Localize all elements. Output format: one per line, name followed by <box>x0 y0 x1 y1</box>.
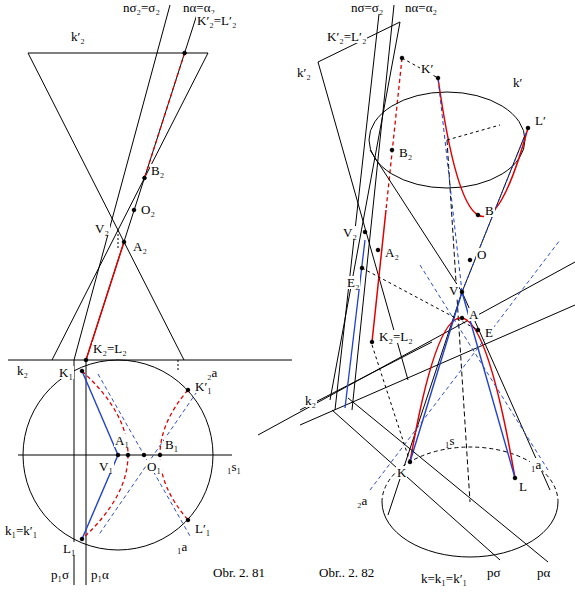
point-label: k₂ <box>304 394 317 407</box>
point-label: k₁=k′₁ <box>4 524 38 537</box>
point-label: nσ₂=σ₂ <box>122 1 161 14</box>
point-label: B <box>484 204 495 217</box>
point-label: K₂=L₂ <box>92 342 128 355</box>
point-label: A₂ <box>384 246 400 259</box>
point-label: A₁ <box>114 434 130 447</box>
oblique-view <box>258 5 575 562</box>
point-label: L′₁ <box>194 522 211 535</box>
point-label: V₁ <box>98 460 114 473</box>
point-label: L′ <box>534 114 547 127</box>
point-label: E <box>484 326 494 339</box>
point-label: pα <box>536 566 551 579</box>
point-label: B₁ <box>164 438 179 451</box>
point-label: ₂a <box>206 366 218 379</box>
point-label: B₂ <box>398 146 413 159</box>
point-label: K′₂=L′₂ <box>326 30 367 43</box>
point-label: K <box>396 466 407 479</box>
point-label: K′₁ <box>194 380 213 393</box>
point-label: nα=α₂ <box>182 1 216 14</box>
front-view <box>8 5 292 362</box>
figure-caption: Obr. 2. 81 <box>212 566 266 579</box>
point-label: ₁a <box>176 540 188 553</box>
point-label: O₁ <box>146 460 162 473</box>
point-label: V <box>448 284 459 297</box>
point-label: k₂ <box>16 364 29 377</box>
point-label: A₂ <box>132 240 148 253</box>
point-label: pσ <box>486 566 502 579</box>
point-label: k′₂ <box>296 66 312 79</box>
point-label: K₁ <box>58 366 74 379</box>
point-label: ₂a <box>356 494 368 507</box>
point-label: V₂ <box>94 222 110 235</box>
point-label: ₁s <box>444 434 456 447</box>
point-label: nσ=σ₂ <box>350 1 384 14</box>
point-label: L <box>518 480 528 493</box>
point-label: k=k₁=k′₁ <box>420 572 468 585</box>
point-label: K₂=L₂ <box>378 330 414 343</box>
point-label: K′₂=L′₂ <box>196 14 237 27</box>
point-label: p₁σ <box>50 568 70 581</box>
point-label: k′₂ <box>70 30 86 43</box>
point-label: E₂ <box>346 276 360 289</box>
point-label: O₂ <box>140 203 156 216</box>
top-view <box>18 360 232 585</box>
point-label: V₂ <box>342 226 358 239</box>
point-label: B₂ <box>150 164 165 177</box>
point-label: A <box>468 308 479 321</box>
point-label: O <box>476 248 487 261</box>
point-label: p₁α <box>90 568 110 581</box>
point-label: L₁ <box>62 542 76 555</box>
point-label: ₁a <box>530 458 542 471</box>
point-label: nα=α₂ <box>404 1 438 14</box>
figure-caption: Obr.. 2. 82 <box>318 566 375 579</box>
point-label: ₁s₁ <box>226 460 242 473</box>
point-label: K′ <box>420 62 434 75</box>
point-label: k′ <box>512 76 523 89</box>
